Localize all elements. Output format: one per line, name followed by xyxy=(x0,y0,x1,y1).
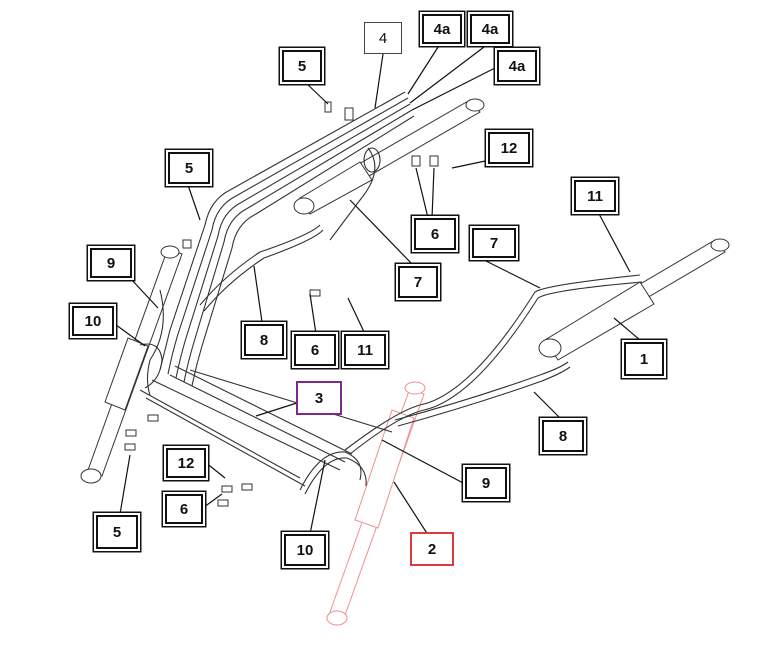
right-cylinder xyxy=(538,238,730,361)
callout-5-mid: 5 xyxy=(168,152,210,184)
callout-12-bottom: 12 xyxy=(166,448,206,478)
callout-7-mid: 7 xyxy=(398,266,438,298)
callout-3: 3 xyxy=(296,381,342,415)
callout-4a-2: 4a xyxy=(470,14,510,44)
callout-5-bottom: 5 xyxy=(96,515,138,549)
callout-4: 4 xyxy=(364,22,402,54)
left-lift-cylinder xyxy=(80,245,183,484)
hose-8-left xyxy=(199,224,324,312)
hoses-9-10-left xyxy=(139,289,164,396)
callout-8-left: 8 xyxy=(244,324,284,356)
callout-12-top: 12 xyxy=(488,132,530,164)
long-hose-7 xyxy=(344,274,643,455)
highlighted-cylinder xyxy=(326,381,426,626)
leader-lines xyxy=(111,43,641,539)
lower-tubes-3 xyxy=(139,365,393,487)
callout-9-right: 9 xyxy=(465,467,507,499)
callout-7-right: 7 xyxy=(472,228,516,258)
hose-7-mid xyxy=(329,147,381,241)
callout-1: 1 xyxy=(624,342,664,376)
callout-4a-3: 4a xyxy=(497,50,537,82)
brackets xyxy=(124,101,439,507)
callout-11-right: 11 xyxy=(574,180,616,212)
callout-10-bottom: 10 xyxy=(284,534,326,566)
callout-8-right: 8 xyxy=(542,420,584,452)
hose-bundle-4 xyxy=(159,91,415,387)
hose-8-right xyxy=(394,361,571,427)
callout-5-top: 5 xyxy=(282,50,322,82)
callout-4a-1: 4a xyxy=(422,14,462,44)
callout-6-right: 6 xyxy=(414,218,456,250)
callout-6-bottom: 6 xyxy=(165,494,203,524)
callout-2: 2 xyxy=(410,532,454,566)
callout-10-left: 10 xyxy=(72,306,114,336)
callout-11-mid: 11 xyxy=(344,334,386,366)
hose-10-bottom xyxy=(299,451,367,495)
callout-6-mid: 6 xyxy=(294,334,336,366)
callout-9-left: 9 xyxy=(90,248,132,278)
